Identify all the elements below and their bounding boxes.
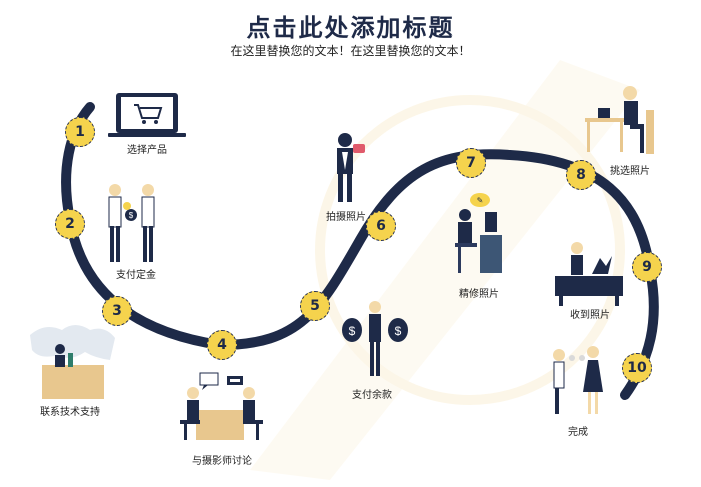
step-label-4: 与摄影师讨论 — [192, 456, 252, 467]
money-bags-icon: $ $ — [342, 301, 408, 376]
handshake-complete-icon — [553, 346, 603, 414]
svg-text:✎: ✎ — [477, 196, 484, 205]
tech-support-icon — [30, 325, 115, 399]
step-label-6: 拍摄照片 — [326, 212, 366, 223]
step-marker-9: 9 — [632, 252, 662, 282]
step-marker-6: 6 — [366, 211, 396, 241]
step-label-2: 支付定金 — [116, 270, 156, 281]
step-label-5: 支付余款 — [352, 390, 392, 401]
step-label-1: 选择产品 — [127, 145, 167, 156]
background-pattern — [250, 60, 640, 480]
photo-editing-icon: ✎ — [455, 193, 502, 273]
step-marker-1: 1 — [65, 117, 95, 147]
step-marker-2: 2 — [55, 209, 85, 239]
step-marker-8: 8 — [566, 160, 596, 190]
svg-text:$: $ — [129, 211, 134, 220]
step-marker-7: 7 — [456, 148, 486, 178]
step-marker-10: 10 — [622, 353, 652, 383]
step-label-3: 联系技术支持 — [40, 407, 100, 418]
svg-text:$: $ — [395, 324, 402, 338]
page-subtitle: 在这里替换您的文本！在这里替换您的文本！ — [230, 44, 471, 58]
photographer-icon — [337, 133, 365, 202]
step-marker-5: 5 — [300, 291, 330, 321]
step-label-7: 精修照片 — [459, 289, 499, 300]
discussion-icon — [180, 372, 263, 440]
step-marker-3: 3 — [102, 296, 132, 326]
laptop-cart-icon — [108, 93, 186, 137]
step-label-10: 完成 — [568, 427, 588, 438]
desk-selection-icon — [585, 86, 654, 154]
step-label-8: 挑选照片 — [610, 166, 650, 177]
svg-text:$: $ — [349, 324, 356, 338]
step-label-9: 收到照片 — [570, 310, 610, 321]
step-marker-4: 4 — [207, 330, 237, 360]
payment-deposit-icon: $ — [108, 184, 155, 262]
page-title: 点击此处添加标题 — [246, 14, 455, 42]
receive-photos-icon — [555, 242, 623, 306]
